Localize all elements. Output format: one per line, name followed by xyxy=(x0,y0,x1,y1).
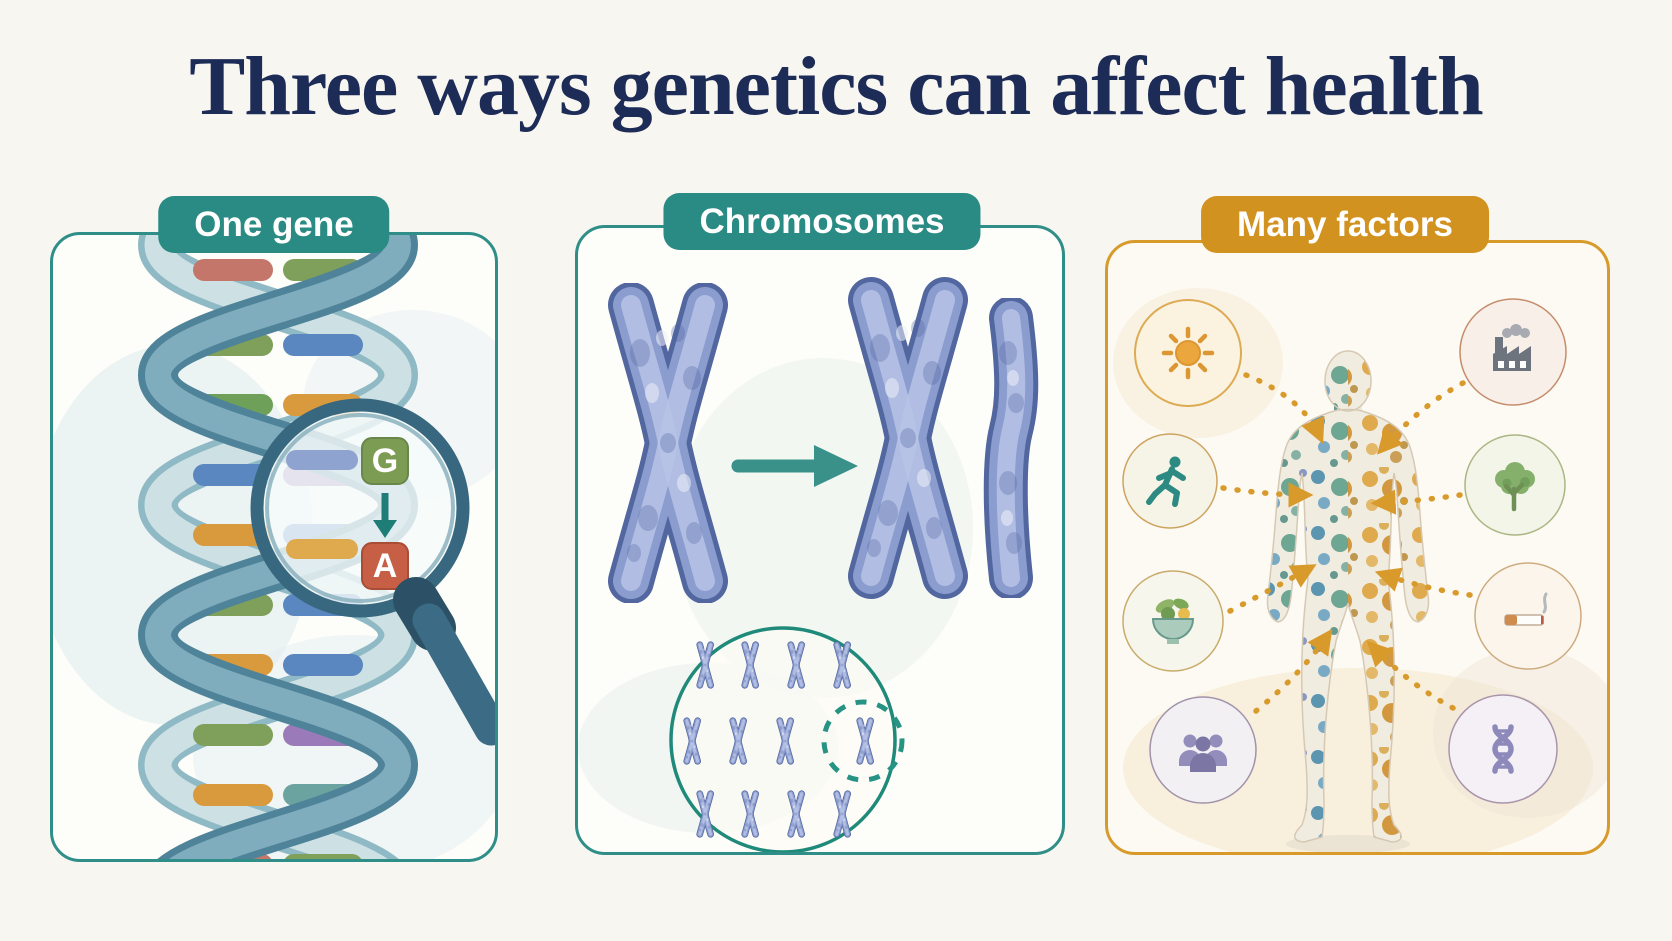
healthy-food-bowl-icon xyxy=(1151,598,1195,644)
people-group-icon xyxy=(1179,734,1227,772)
arrow-sun-to-body xyxy=(1243,372,1325,444)
magnifier: G A xyxy=(250,398,495,746)
runner-icon xyxy=(1146,456,1186,507)
magnifier-lens xyxy=(263,411,457,605)
karyotype-circle xyxy=(669,626,905,852)
anomaly-highlight-circle xyxy=(821,699,905,783)
factor-exercise xyxy=(1122,433,1218,529)
extra-chromosome xyxy=(999,318,1024,578)
mutation-to-base: A xyxy=(361,542,409,590)
dna-helix-illustration: G A xyxy=(53,235,495,859)
factor-pollution xyxy=(1459,298,1567,406)
one-gene-header: One gene xyxy=(158,196,390,253)
mutation-to-letter: A xyxy=(373,547,398,585)
factor-environment xyxy=(1464,434,1566,536)
many-factors-illustration xyxy=(1113,288,1607,852)
chromosomes-panel xyxy=(575,225,1065,855)
dna-icon xyxy=(1492,724,1514,774)
arrow-food-to-body xyxy=(1227,564,1317,614)
cigarette-icon xyxy=(1504,592,1548,626)
factor-community xyxy=(1149,696,1257,804)
factor-genes xyxy=(1448,694,1558,804)
arrow-tree-to-body xyxy=(1370,489,1463,515)
mutation-arrow-icon xyxy=(373,493,397,538)
magnifier-handle xyxy=(393,577,495,746)
chromosomes-illustration xyxy=(578,228,1065,852)
influence-arrows xyxy=(1220,372,1473,714)
mutation-from-letter: G xyxy=(372,442,398,480)
arrow-runner-to-body xyxy=(1220,482,1314,508)
factory-icon xyxy=(1493,324,1531,371)
change-arrow-icon xyxy=(731,445,858,487)
arrow-people-to-body xyxy=(1253,628,1333,714)
factor-sun xyxy=(1134,299,1242,407)
mutation-from-base: G xyxy=(361,437,409,485)
factor-diet xyxy=(1122,570,1224,672)
chromosomes-header: Chromosomes xyxy=(663,193,981,250)
arrow-smoking-to-body xyxy=(1374,567,1473,598)
many-factors-header: Many factors xyxy=(1201,196,1489,253)
factor-smoking xyxy=(1474,562,1582,670)
page-title: Three ways genetics can affect health xyxy=(189,40,1484,133)
many-factors-panel xyxy=(1105,240,1610,855)
sun-icon xyxy=(1161,326,1215,380)
magnifier-rim xyxy=(250,398,470,618)
tree-icon xyxy=(1495,462,1535,512)
one-gene-panel: G A xyxy=(50,232,498,862)
dna-double-helix xyxy=(137,235,419,859)
body-shadow xyxy=(1286,835,1410,852)
